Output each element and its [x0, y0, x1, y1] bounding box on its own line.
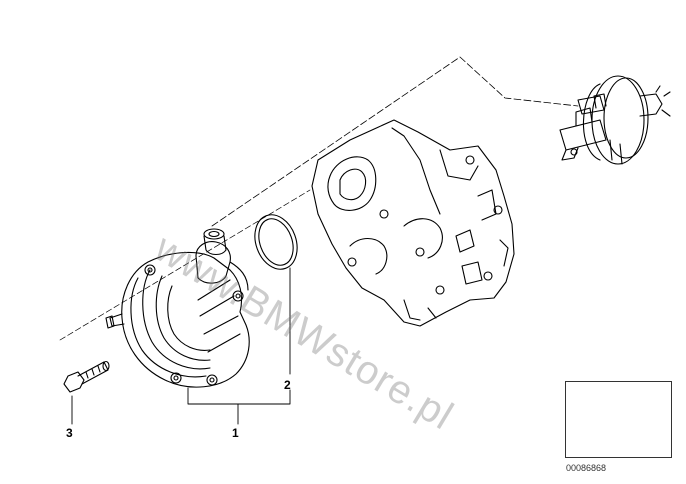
brake-booster: [559, 75, 671, 165]
callout-part-3[interactable]: 3: [66, 426, 73, 440]
vacuum-line-leader: [211, 56, 579, 227]
reference-car-frame: [565, 381, 672, 458]
leader-part-1: [187, 387, 291, 405]
bolt: [63, 360, 110, 393]
callout-part-2[interactable]: 2: [284, 378, 291, 392]
callout-part-1[interactable]: 1: [232, 426, 239, 440]
callout-leaders: [71, 267, 291, 425]
vacuum-pump: [105, 228, 250, 388]
o-ring: [254, 214, 298, 270]
reference-number: 00086868: [566, 463, 607, 473]
engine-housing: [311, 119, 515, 327]
